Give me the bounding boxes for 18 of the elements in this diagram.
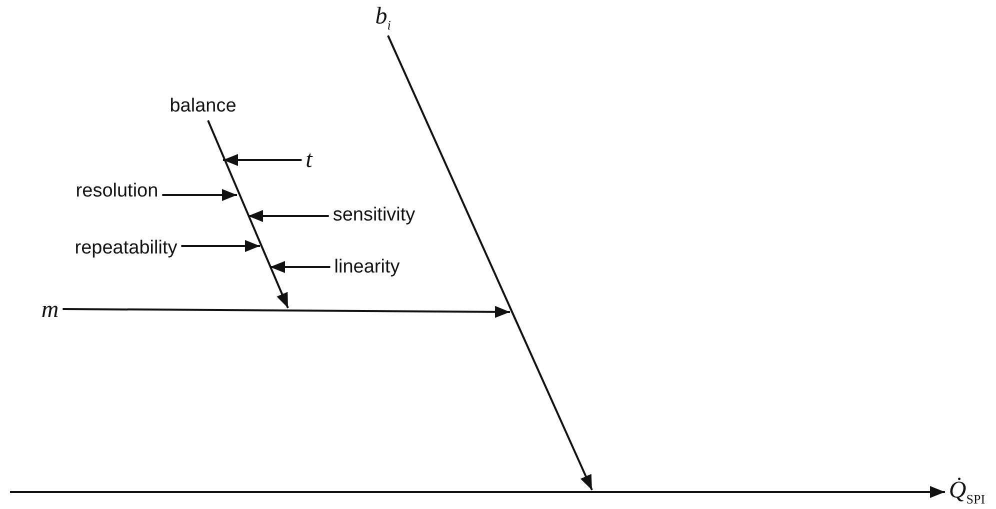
label-text: sensitivity	[328, 202, 420, 230]
arrow	[10, 486, 945, 498]
arrow	[62, 306, 510, 318]
label-text: linearity	[330, 254, 404, 282]
arrow	[162, 189, 237, 201]
arrow	[270, 261, 330, 273]
label-text: balance	[166, 94, 240, 120]
arrow	[207, 120, 289, 308]
math-symbol: Q̇$_{SPI}$	[944, 474, 990, 509]
arrow	[248, 210, 329, 222]
math-symbol: m	[37, 294, 63, 326]
label-text: resolution	[72, 178, 162, 206]
math-symbol: t	[302, 144, 316, 176]
math-symbol: b$_{i}$	[371, 0, 395, 36]
label-text: repeatability	[70, 236, 182, 262]
arrow	[181, 240, 260, 252]
arrow	[387, 35, 593, 490]
arrow	[223, 154, 302, 166]
